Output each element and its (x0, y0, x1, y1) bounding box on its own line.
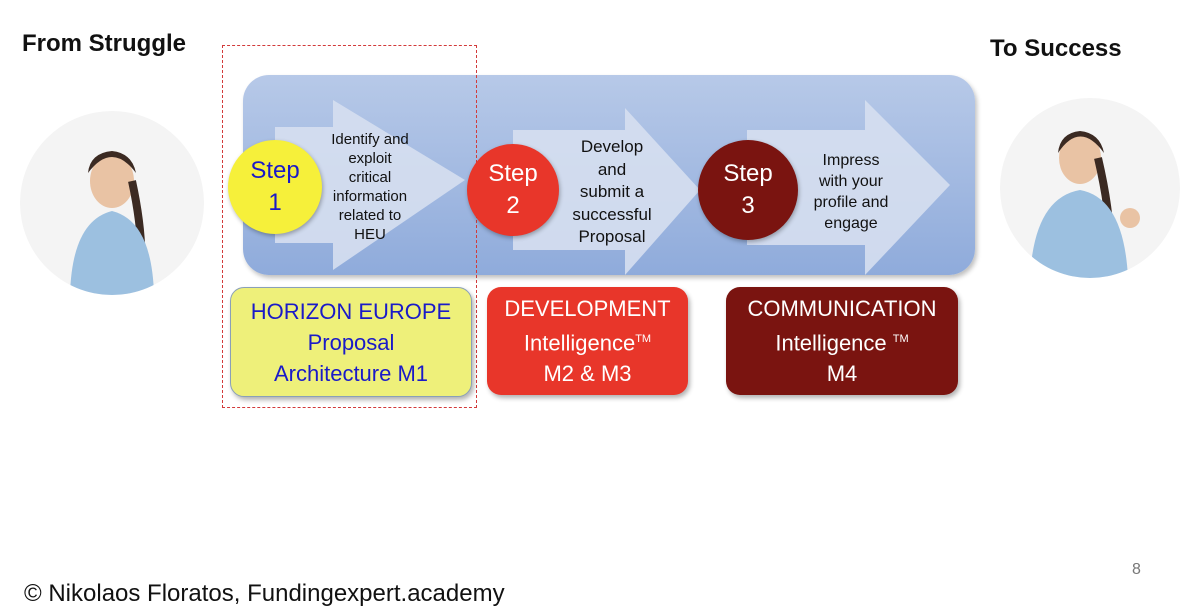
module-code: Architecture M1 (273, 360, 429, 386)
module-title: COMMUNICATION (747, 295, 937, 321)
module-title: DEVELOPMENT (504, 295, 671, 321)
text-line: successful (572, 204, 652, 224)
module-code: M4 (826, 361, 858, 387)
step-number: 3 (741, 192, 755, 219)
text-line: Impress (822, 152, 880, 169)
text-line: exploit (348, 150, 392, 167)
text-line: Develop (580, 137, 644, 156)
text-line: HEU (354, 226, 386, 243)
left-title: From Struggle (22, 30, 187, 57)
text-line: profile and (813, 194, 889, 211)
step-number: 1 (268, 189, 282, 216)
text-line: with your (818, 173, 884, 190)
right-title: To Success (990, 35, 1122, 62)
thinking-woman-photo (20, 111, 204, 295)
module-m4-box: COMMUNICATION Intelligence TM M4 (726, 287, 958, 395)
module-subtitle: Intelligence (775, 330, 893, 356)
text-line: information (332, 188, 408, 205)
trademark: TM (635, 332, 652, 345)
step-label: Step (250, 157, 300, 184)
module-code: M2 & M3 (543, 361, 632, 387)
step-1-description: Identify and exploit critical information re… (318, 130, 422, 244)
arrow-3 (747, 100, 950, 275)
highlight-frame (222, 45, 477, 408)
step-3-description: Impress with your profile and engage (796, 150, 906, 234)
arrow-2 (513, 108, 700, 275)
step-3-badge: Step 3 (698, 140, 798, 240)
step-number: 2 (506, 192, 520, 219)
footer-copyright: © Nikolaos Floratos, Fundingexpert.acade… (24, 580, 505, 607)
text-line: critical (348, 169, 392, 186)
trademark: TM (892, 332, 909, 345)
step-label: Step (723, 160, 773, 187)
page-number: 8 (1132, 561, 1141, 578)
module-subtitle: Intelligence (523, 330, 636, 356)
step-label: Step (488, 160, 538, 187)
step-1-badge: Step 1 (228, 140, 322, 234)
text-line: Identify and (331, 131, 409, 148)
module-m2-m3-box: DEVELOPMENT IntelligenceTM M2 & M3 (487, 287, 688, 395)
step-2-badge: Step 2 (467, 144, 559, 236)
module-title: HORIZON EUROPE (250, 298, 452, 324)
happy-woman-photo (1000, 98, 1180, 278)
text-line: and (597, 159, 627, 179)
module-m1-box: HORIZON EUROPE Proposal Architecture M1 (230, 287, 472, 397)
arrow-1 (275, 100, 465, 270)
text-line: engage (824, 215, 878, 232)
module-subtitle: Proposal (307, 329, 395, 355)
text-line: related to (338, 207, 402, 224)
text-line: submit a (579, 182, 645, 201)
text-line: Proposal (578, 227, 646, 246)
